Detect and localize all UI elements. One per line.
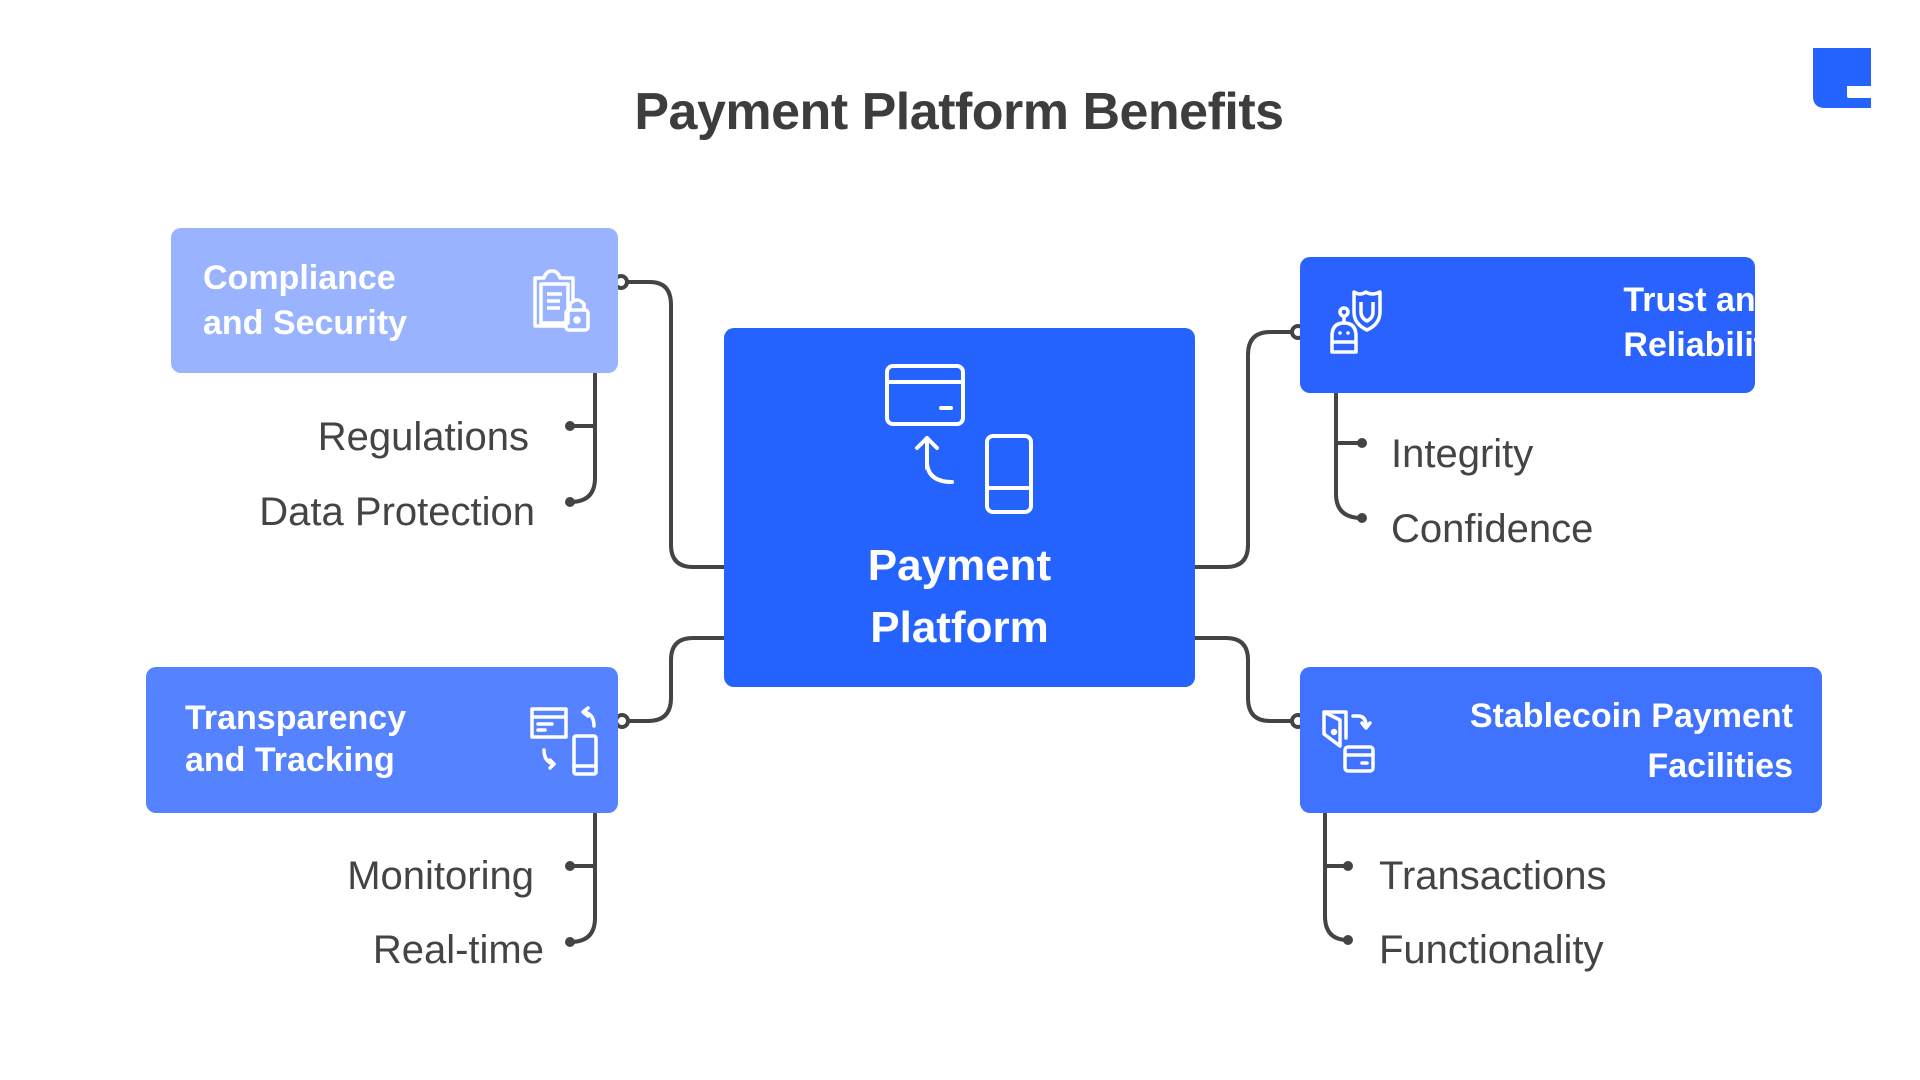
branch-compliance-security (171, 228, 618, 373)
robot-shield-icon (1330, 290, 1382, 354)
page-title: Payment Platform Benefits (634, 83, 1284, 141)
trust-title-line1: Trust and (1623, 281, 1777, 319)
trust-item-confidence: Confidence (1391, 507, 1594, 551)
center-label-line1: Payment (867, 541, 1052, 590)
transparency-title-line2: and Tracking (185, 741, 395, 779)
brand-logo-icon (1813, 48, 1871, 108)
transparency-item-real-time: Real-time (372, 928, 544, 972)
trust-item-integrity: Integrity (1391, 432, 1534, 476)
branch-transparency-tracking (146, 667, 618, 813)
stablecoin-title: Stablecoin Payment Facilities (1470, 691, 1793, 791)
transparency-title: Transparency and Tracking (185, 697, 406, 781)
stablecoin-title-line1: Stablecoin Payment (1469, 697, 1793, 735)
stablecoin-item-functionality: Functionality (1379, 928, 1604, 972)
wallet-card-exchange-icon (1322, 710, 1375, 773)
branch-stablecoin-payment-facilities (1300, 667, 1822, 813)
compliance-title-line2: and Security (203, 304, 408, 342)
monitor-phone-sync-icon (530, 706, 598, 776)
center-label-line2: Platform (870, 603, 1049, 652)
transparency-item-monitoring: Monitoring (347, 854, 534, 898)
transparency-title-line1: Transparency (185, 699, 407, 737)
stablecoin-item-transactions: Transactions (1379, 854, 1607, 898)
stablecoin-title-line2: Facilities (1647, 747, 1793, 785)
compliance-title-line1: Compliance (203, 259, 396, 297)
trust-title: Trust and Reliability (1623, 278, 1784, 368)
card-phone-transfer-icon (885, 364, 1033, 514)
center-node-payment-platform (724, 328, 1195, 687)
compliance-item-regulations: Regulations (317, 415, 529, 459)
compliance-title: Compliance and Security (203, 256, 407, 346)
center-node-label: Payment Platform (724, 535, 1195, 659)
trust-title-line2: Reliability (1623, 326, 1784, 364)
clipboard-lock-icon (533, 269, 590, 332)
compliance-item-data-protection: Data Protection (259, 490, 535, 534)
